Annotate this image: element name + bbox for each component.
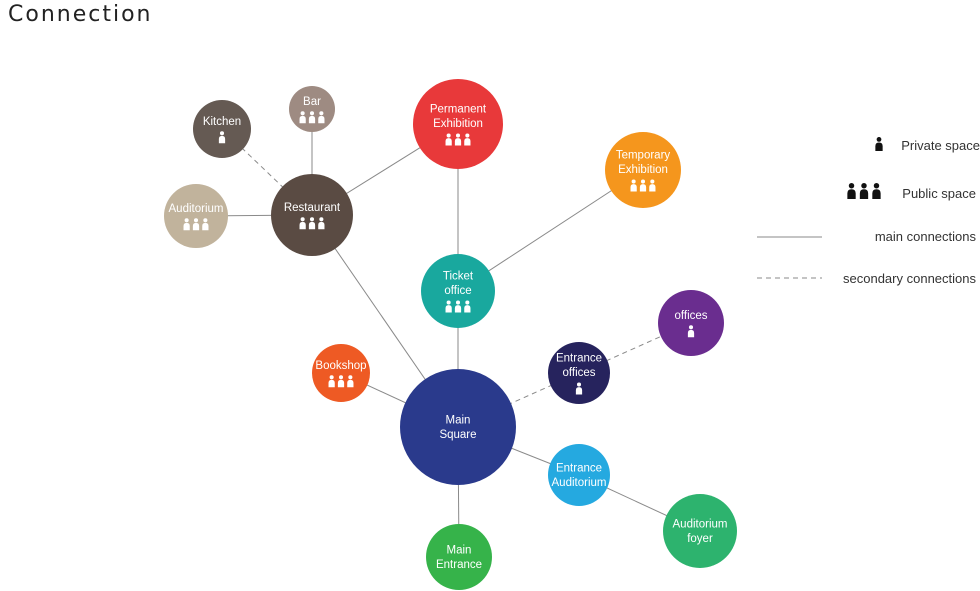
person-icon [299,111,306,124]
people-icons [299,217,325,230]
node-label: Main [447,545,472,557]
node-label: Entrance [436,559,482,571]
node-circle [312,344,370,402]
people-icons [630,179,656,192]
node-label: Auditorium [552,477,607,489]
node-ticket-office: Ticket office [421,254,495,328]
people-icons [218,131,226,144]
people-icons [687,325,695,338]
legend-secondary-label: secondary connections [843,271,976,286]
person-icon [445,133,452,146]
node-label: Kitchen [203,116,241,128]
node-circle [548,444,610,506]
node-circle [164,184,228,248]
person-icon [202,218,209,231]
node-circle [421,254,495,328]
person-icon [328,375,335,388]
node-circle [271,174,353,256]
node-label: Permanent [430,104,487,116]
legend-private-icon [875,137,883,151]
person-icon [192,218,200,231]
person-icon [847,183,856,199]
person-icon [464,133,471,146]
person-icon [445,300,452,313]
node-label: foyer [687,533,713,545]
node-auditorium-foyer: Auditorium foyer [663,494,737,568]
person-icon [308,111,316,124]
node-circle [426,524,492,590]
node-auditorium: Auditorium [164,184,228,248]
legend-main-label: main connections [875,229,977,244]
node-bookshop: Bookshop [312,344,370,402]
legend-public-label: Public space [902,186,976,201]
nodes-layer: KitchenBarPermanentExhibitionTemporaryEx… [164,79,737,590]
node-circle [605,132,681,208]
node-bar: Bar [289,86,335,132]
person-icon [337,375,345,388]
person-icon [183,218,190,231]
node-circle [193,100,251,158]
person-icon [308,217,316,230]
people-icons [575,382,583,395]
node-label: office [444,285,471,297]
people-icons [445,300,471,313]
person-icon [649,179,656,192]
node-circle [548,342,610,404]
page-title: Connection [8,2,153,27]
node-label: Bar [303,96,321,108]
node-restaurant: Restaurant [271,174,353,256]
node-circle [400,369,516,485]
legend-public-icon [847,183,881,199]
node-label: Temporary [616,150,671,162]
person-icon [464,300,471,313]
person-icon [299,217,306,230]
node-circle [289,86,335,132]
node-label: Restaurant [284,202,341,214]
node-circle [658,290,724,356]
node-label: offices [562,367,595,379]
node-entrance-offices: Entrance offices [548,342,610,404]
person-icon [347,375,354,388]
node-label: Ticket [443,271,474,283]
node-label: Auditorium [169,203,224,215]
legend-private-label: Private space [901,138,980,153]
node-label: Auditorium [673,519,728,531]
person-icon [872,183,881,199]
node-label: Square [439,429,476,441]
person-icon [875,137,883,151]
person-icon [859,183,869,199]
node-label: offices [674,310,707,322]
node-circle [413,79,503,169]
node-label: Bookshop [315,360,366,372]
node-label: Exhibition [433,118,483,130]
node-label: Entrance [556,353,602,365]
person-icon [318,217,325,230]
people-icons [183,218,209,231]
node-label: Main [446,415,471,427]
node-label: Entrance [556,463,602,475]
person-icon [454,133,462,146]
node-kitchen: Kitchen [193,100,251,158]
person-icon [318,111,325,124]
person-icon [575,382,583,395]
person-icon [218,131,226,144]
person-icon [639,179,647,192]
people-icons [328,375,354,388]
people-icons [299,111,325,124]
node-circle [663,494,737,568]
people-icons [445,133,471,146]
node-label: Exhibition [618,164,668,176]
person-icon [454,300,462,313]
node-offices: offices [658,290,724,356]
person-icon [630,179,637,192]
person-icon [687,325,695,338]
